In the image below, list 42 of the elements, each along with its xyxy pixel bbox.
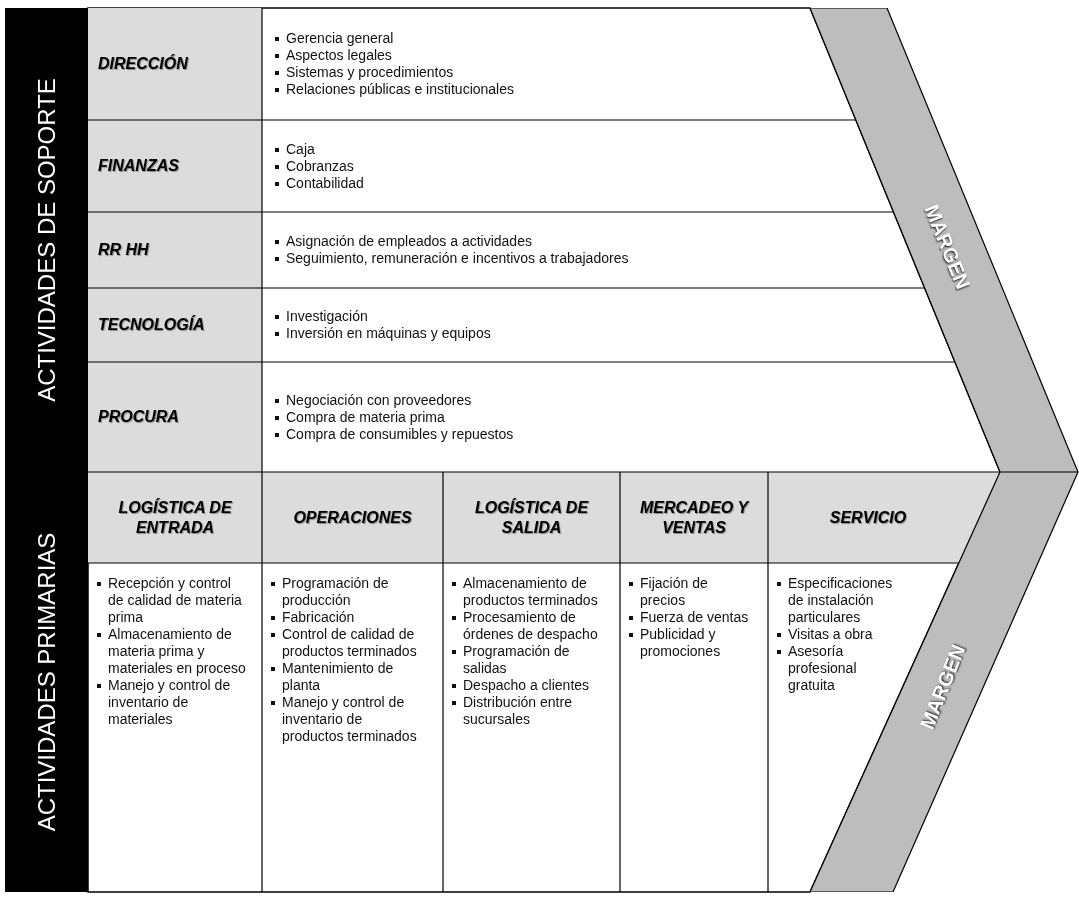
list-item: Programación de salidas <box>449 643 604 677</box>
list-item: Programación de producción <box>268 575 427 609</box>
list-item: Recepción y control de calidad de materia prima <box>94 575 246 626</box>
side-band <box>5 472 88 892</box>
list-item: Asesoría profesional gratuita <box>774 643 902 694</box>
list-item: Mantenimiento de planta <box>268 660 427 694</box>
list-item: Manejo y control de inventario de productos terminados <box>268 694 427 745</box>
list-item: Seguimiento, remuneración e incentivos a trabajadores <box>272 250 629 267</box>
list-item: Sistemas y procedimientos <box>272 64 515 81</box>
column-header: OPERACIONES <box>262 472 443 563</box>
list-item: Almacenamiento de productos terminados <box>449 575 604 609</box>
list-item: Compra de materia prima <box>272 408 514 426</box>
list-item: Relaciones públicas e institucionales <box>272 81 515 98</box>
list-item: Fijación de precios <box>626 575 752 609</box>
list-item: Investigación <box>272 308 491 325</box>
list-item: Control de calidad de productos terminados <box>268 626 427 660</box>
list-item: Especificaciones de instalación particulares <box>774 575 902 626</box>
list-item: Almacenamiento de materia prima y materiales en proceso <box>94 626 246 677</box>
column-header: LOGÍSTICA DE ENTRADA <box>88 472 262 563</box>
list-item: Contabilidad <box>272 174 364 192</box>
list-item: Publicidad y promociones <box>626 626 752 660</box>
list-item: Caja <box>272 140 364 158</box>
list-item: Despacho a clientes <box>449 677 604 694</box>
list-item: Procesamiento de órdenes de despacho <box>449 609 604 643</box>
list-item: Visitas a obra <box>774 626 902 643</box>
column-header: MERCADEO Y VENTAS <box>620 472 768 563</box>
list-item: Asignación de empleados a actividades <box>272 233 629 250</box>
list-item: Negociación con proveedores <box>272 391 514 409</box>
side-band <box>5 8 88 472</box>
list-item: Inversión en máquinas y equipos <box>272 325 491 342</box>
list-item: Cobranzas <box>272 157 364 175</box>
list-item: Fuerza de ventas <box>626 609 752 626</box>
list-item: Manejo y control de inventario de materiales <box>94 677 246 728</box>
band-title: ACTIVIDADES PRIMARIAS <box>32 532 61 832</box>
band-title: ACTIVIDADES DE SOPORTE <box>32 78 61 402</box>
list-item: Compra de consumibles y repuestos <box>272 425 514 443</box>
list-item: Fabricación <box>268 609 427 626</box>
list-item: Gerencia general <box>272 30 515 47</box>
list-item: Aspectos legales <box>272 47 515 64</box>
column-header: SERVICIO <box>768 472 968 563</box>
column-header: LOGÍSTICA DE SALIDA <box>443 472 620 563</box>
list-item: Distribución entre sucursales <box>449 694 604 728</box>
